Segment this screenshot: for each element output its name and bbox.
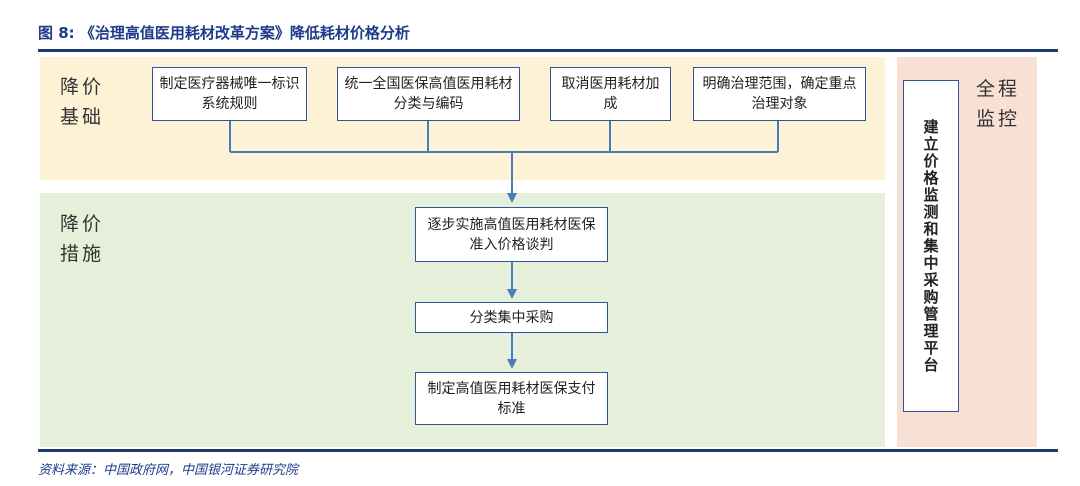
foundation-box-cancel-markup: 取消医用耗材加成 xyxy=(550,67,671,121)
bottom-rule xyxy=(38,449,1058,452)
measure-box-centralized-procurement: 分类集中采购 xyxy=(415,302,608,333)
foundation-box-scope-targets: 明确治理范围，确定重点治理对象 xyxy=(693,67,866,121)
monitor-label: 全程 监控 xyxy=(975,78,1020,130)
foundation-box-udi-rules: 制定医疗器械唯一标识系统规则 xyxy=(152,67,307,121)
measures-label: 降价 措施 xyxy=(60,213,105,265)
measure-box-payment-standard: 制定高值医用耗材医保支付标准 xyxy=(415,372,608,425)
measure-box-price-negotiation: 逐步实施高值医用耗材医保准入价格谈判 xyxy=(415,207,608,262)
figure-title: 图 8: 《治理高值医用耗材改革方案》降低耗材价格分析 xyxy=(38,24,410,42)
foundation-label: 降价 基础 xyxy=(60,76,105,128)
monitor-box: 建立价格监测和集中采购管理平台 xyxy=(903,80,959,412)
monitor-box-text: 建立价格监测和集中采购管理平台 xyxy=(921,118,940,374)
top-rule xyxy=(38,49,1058,52)
source-note: 资料来源：中国政府网，中国银河证券研究院 xyxy=(38,463,299,478)
foundation-box-classification-coding: 统一全国医保高值医用耗材分类与编码 xyxy=(337,67,520,121)
